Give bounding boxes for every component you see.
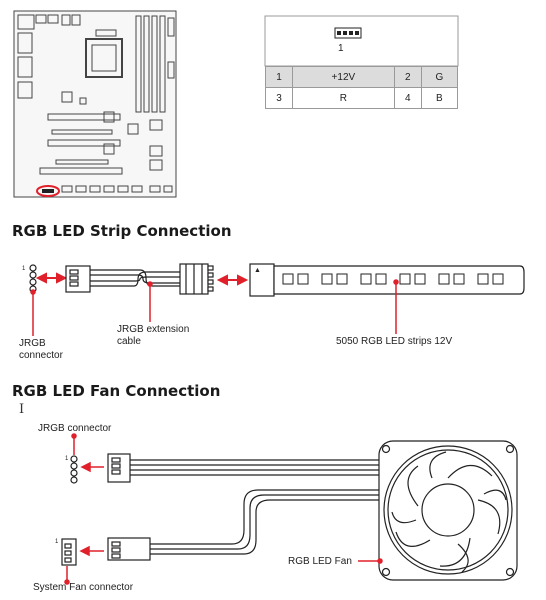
fan-jrgb-connector-label: JRGB connector bbox=[38, 423, 112, 434]
fan-blades bbox=[391, 451, 507, 573]
strip-pin1-mark: ▲ bbox=[254, 267, 261, 274]
table-row: 3 R 4 B bbox=[264, 87, 459, 109]
pinout-table: 1 +12V 2 G 3 R 4 B bbox=[264, 66, 459, 109]
led-strip bbox=[273, 265, 525, 295]
led-chips bbox=[282, 273, 504, 285]
system-fan-header-icon bbox=[61, 538, 77, 566]
fan-sys-pin1: 1 bbox=[55, 539, 59, 545]
extension-cable-label-line1: JRGB extension bbox=[117, 324, 190, 335]
fan-rgb-connector bbox=[107, 453, 131, 483]
fan-jrgb-pin1: 1 bbox=[65, 456, 69, 462]
table-cell: 3 bbox=[264, 87, 294, 109]
jrgb-connector-label-line1: JRGB bbox=[19, 338, 46, 349]
fan-power-cable bbox=[150, 489, 380, 555]
text-cursor-icon: I bbox=[19, 402, 25, 417]
extension-connector-right bbox=[179, 263, 214, 295]
table-cell: 4 bbox=[393, 87, 422, 109]
strip-section-title: RGB LED Strip Connection bbox=[12, 222, 232, 240]
rgb-led-fan-label: RGB LED Fan bbox=[288, 556, 352, 567]
fan-rgb-cable bbox=[130, 459, 380, 476]
table-cell: G bbox=[420, 66, 459, 88]
jrgb-connector-label-line2: connector bbox=[19, 350, 63, 361]
jrgb-highlight-ellipse bbox=[36, 185, 60, 197]
extension-connector-left bbox=[65, 265, 91, 293]
table-cell: 1 bbox=[264, 66, 294, 88]
fan-section-title: RGB LED Fan Connection bbox=[12, 382, 221, 400]
fan-jrgb-header-icon bbox=[70, 455, 78, 484]
strip-connector bbox=[249, 263, 275, 297]
led-strip-label: 5050 RGB LED strips 12V bbox=[336, 336, 453, 347]
jrgb-header-icon bbox=[29, 264, 37, 293]
extension-cable-label-line2: cable bbox=[117, 336, 141, 347]
table-cell: B bbox=[420, 87, 459, 109]
system-fan-connector-label: System Fan connector bbox=[33, 582, 134, 593]
table-cell: +12V bbox=[292, 66, 395, 88]
header-connector-icon bbox=[334, 27, 362, 39]
pin1-label: 1 bbox=[338, 43, 344, 54]
fan-power-connector bbox=[107, 537, 151, 561]
fan-hub bbox=[421, 483, 475, 537]
table-row: 1 +12V 2 G bbox=[264, 66, 459, 88]
strip-jrgb-pin1: 1 bbox=[22, 266, 26, 272]
